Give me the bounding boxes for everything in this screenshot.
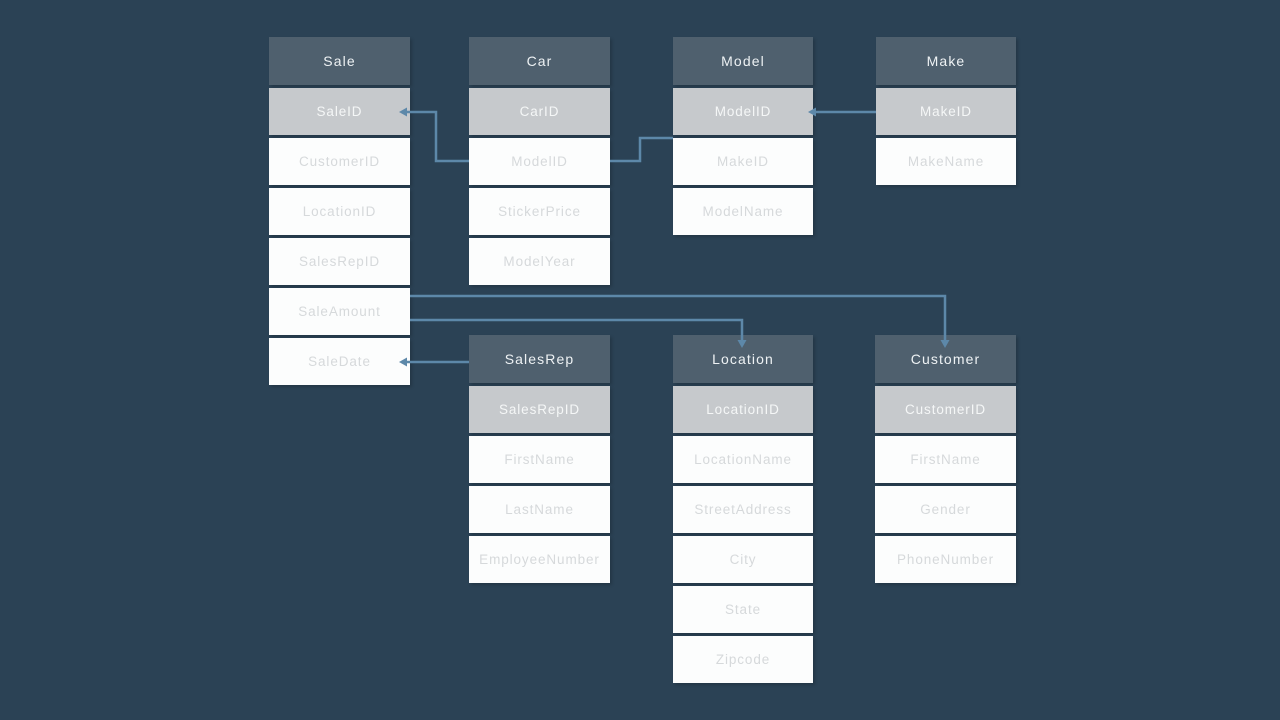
field-label: LocationID [302, 204, 377, 219]
field-label: ModelYear [503, 254, 576, 269]
field-label: ModelID [511, 154, 568, 169]
primary-key-row: MakeID [876, 88, 1016, 135]
field-row: MakeName [876, 138, 1016, 185]
primary-key-row: SaleID [269, 88, 410, 135]
entity-title: SalesRep [504, 351, 575, 367]
field-row: StreetAddress [673, 486, 813, 533]
connection-sale-customer [410, 294, 947, 340]
entity-title: Location [712, 351, 774, 367]
primary-key-row: CarID [469, 88, 610, 135]
entity-title: Make [926, 53, 966, 69]
field-label: City [729, 552, 757, 567]
field-row: LastName [469, 486, 610, 533]
field-row: ModelID [469, 138, 610, 185]
field-row: LocationID [269, 188, 410, 235]
field-row: State [673, 586, 813, 633]
field-row: SaleDate [269, 338, 410, 385]
field-row: CustomerID [269, 138, 410, 185]
field-row: FirstName [875, 436, 1016, 483]
entity-header: SalesRep [469, 335, 610, 383]
entity-header: Model [673, 37, 813, 85]
field-row: Gender [875, 486, 1016, 533]
field-label: ModelName [702, 204, 784, 219]
field-label: MakeID [717, 154, 769, 169]
field-row: FirstName [469, 436, 610, 483]
entity-title: Car [526, 53, 553, 69]
primary-key-row: SalesRepID [469, 386, 610, 433]
field-label: FirstName [910, 452, 981, 467]
field-row: EmployeeNumber [469, 536, 610, 583]
field-label: FirstName [504, 452, 575, 467]
field-row: SalesRepID [269, 238, 410, 285]
entity-header: Car [469, 37, 610, 85]
field-row: Zipcode [673, 636, 813, 683]
primary-key-label: SaleID [316, 104, 363, 119]
primary-key-row: CustomerID [875, 386, 1016, 433]
entity-header: Sale [269, 37, 410, 85]
primary-key-label: ModelID [714, 104, 772, 119]
field-row: City [673, 536, 813, 583]
field-label: Zipcode [715, 652, 771, 667]
field-row: StickerPrice [469, 188, 610, 235]
field-row: PhoneNumber [875, 536, 1016, 583]
field-label: SalesRepID [298, 254, 381, 269]
entity-header: Customer [875, 335, 1016, 383]
field-label: PhoneNumber [897, 552, 994, 567]
primary-key-label: CarID [519, 104, 560, 119]
field-row: ModelYear [469, 238, 610, 285]
entity-title: Customer [910, 351, 981, 367]
field-row: LocationName [673, 436, 813, 483]
field-label: CustomerID [298, 154, 380, 169]
field-row: ModelName [673, 188, 813, 235]
field-label: StreetAddress [694, 502, 792, 517]
primary-key-label: LocationID [706, 402, 780, 417]
primary-key-row: ModelID [673, 88, 813, 135]
field-label: State [724, 602, 762, 617]
entity-header: Make [876, 37, 1016, 85]
connection-sale-car [407, 110, 469, 163]
field-label: Gender [920, 502, 971, 517]
field-row: MakeID [673, 138, 813, 185]
field-label: SaleDate [308, 354, 371, 369]
field-label: StickerPrice [498, 204, 581, 219]
field-label: EmployeeNumber [479, 552, 600, 567]
primary-key-row: LocationID [673, 386, 813, 433]
field-label: LocationName [694, 452, 792, 467]
primary-key-label: MakeID [920, 104, 972, 119]
field-row: SaleAmount [269, 288, 410, 335]
field-label: SaleAmount [298, 304, 381, 319]
entity-header: Location [673, 335, 813, 383]
primary-key-label: SalesRepID [498, 402, 581, 417]
entity-title: Sale [323, 53, 356, 69]
connection-car-model [610, 136, 673, 163]
field-label: MakeName [907, 154, 985, 169]
primary-key-label: CustomerID [904, 402, 986, 417]
field-label: LastName [505, 502, 574, 517]
entity-title: Model [721, 53, 765, 69]
